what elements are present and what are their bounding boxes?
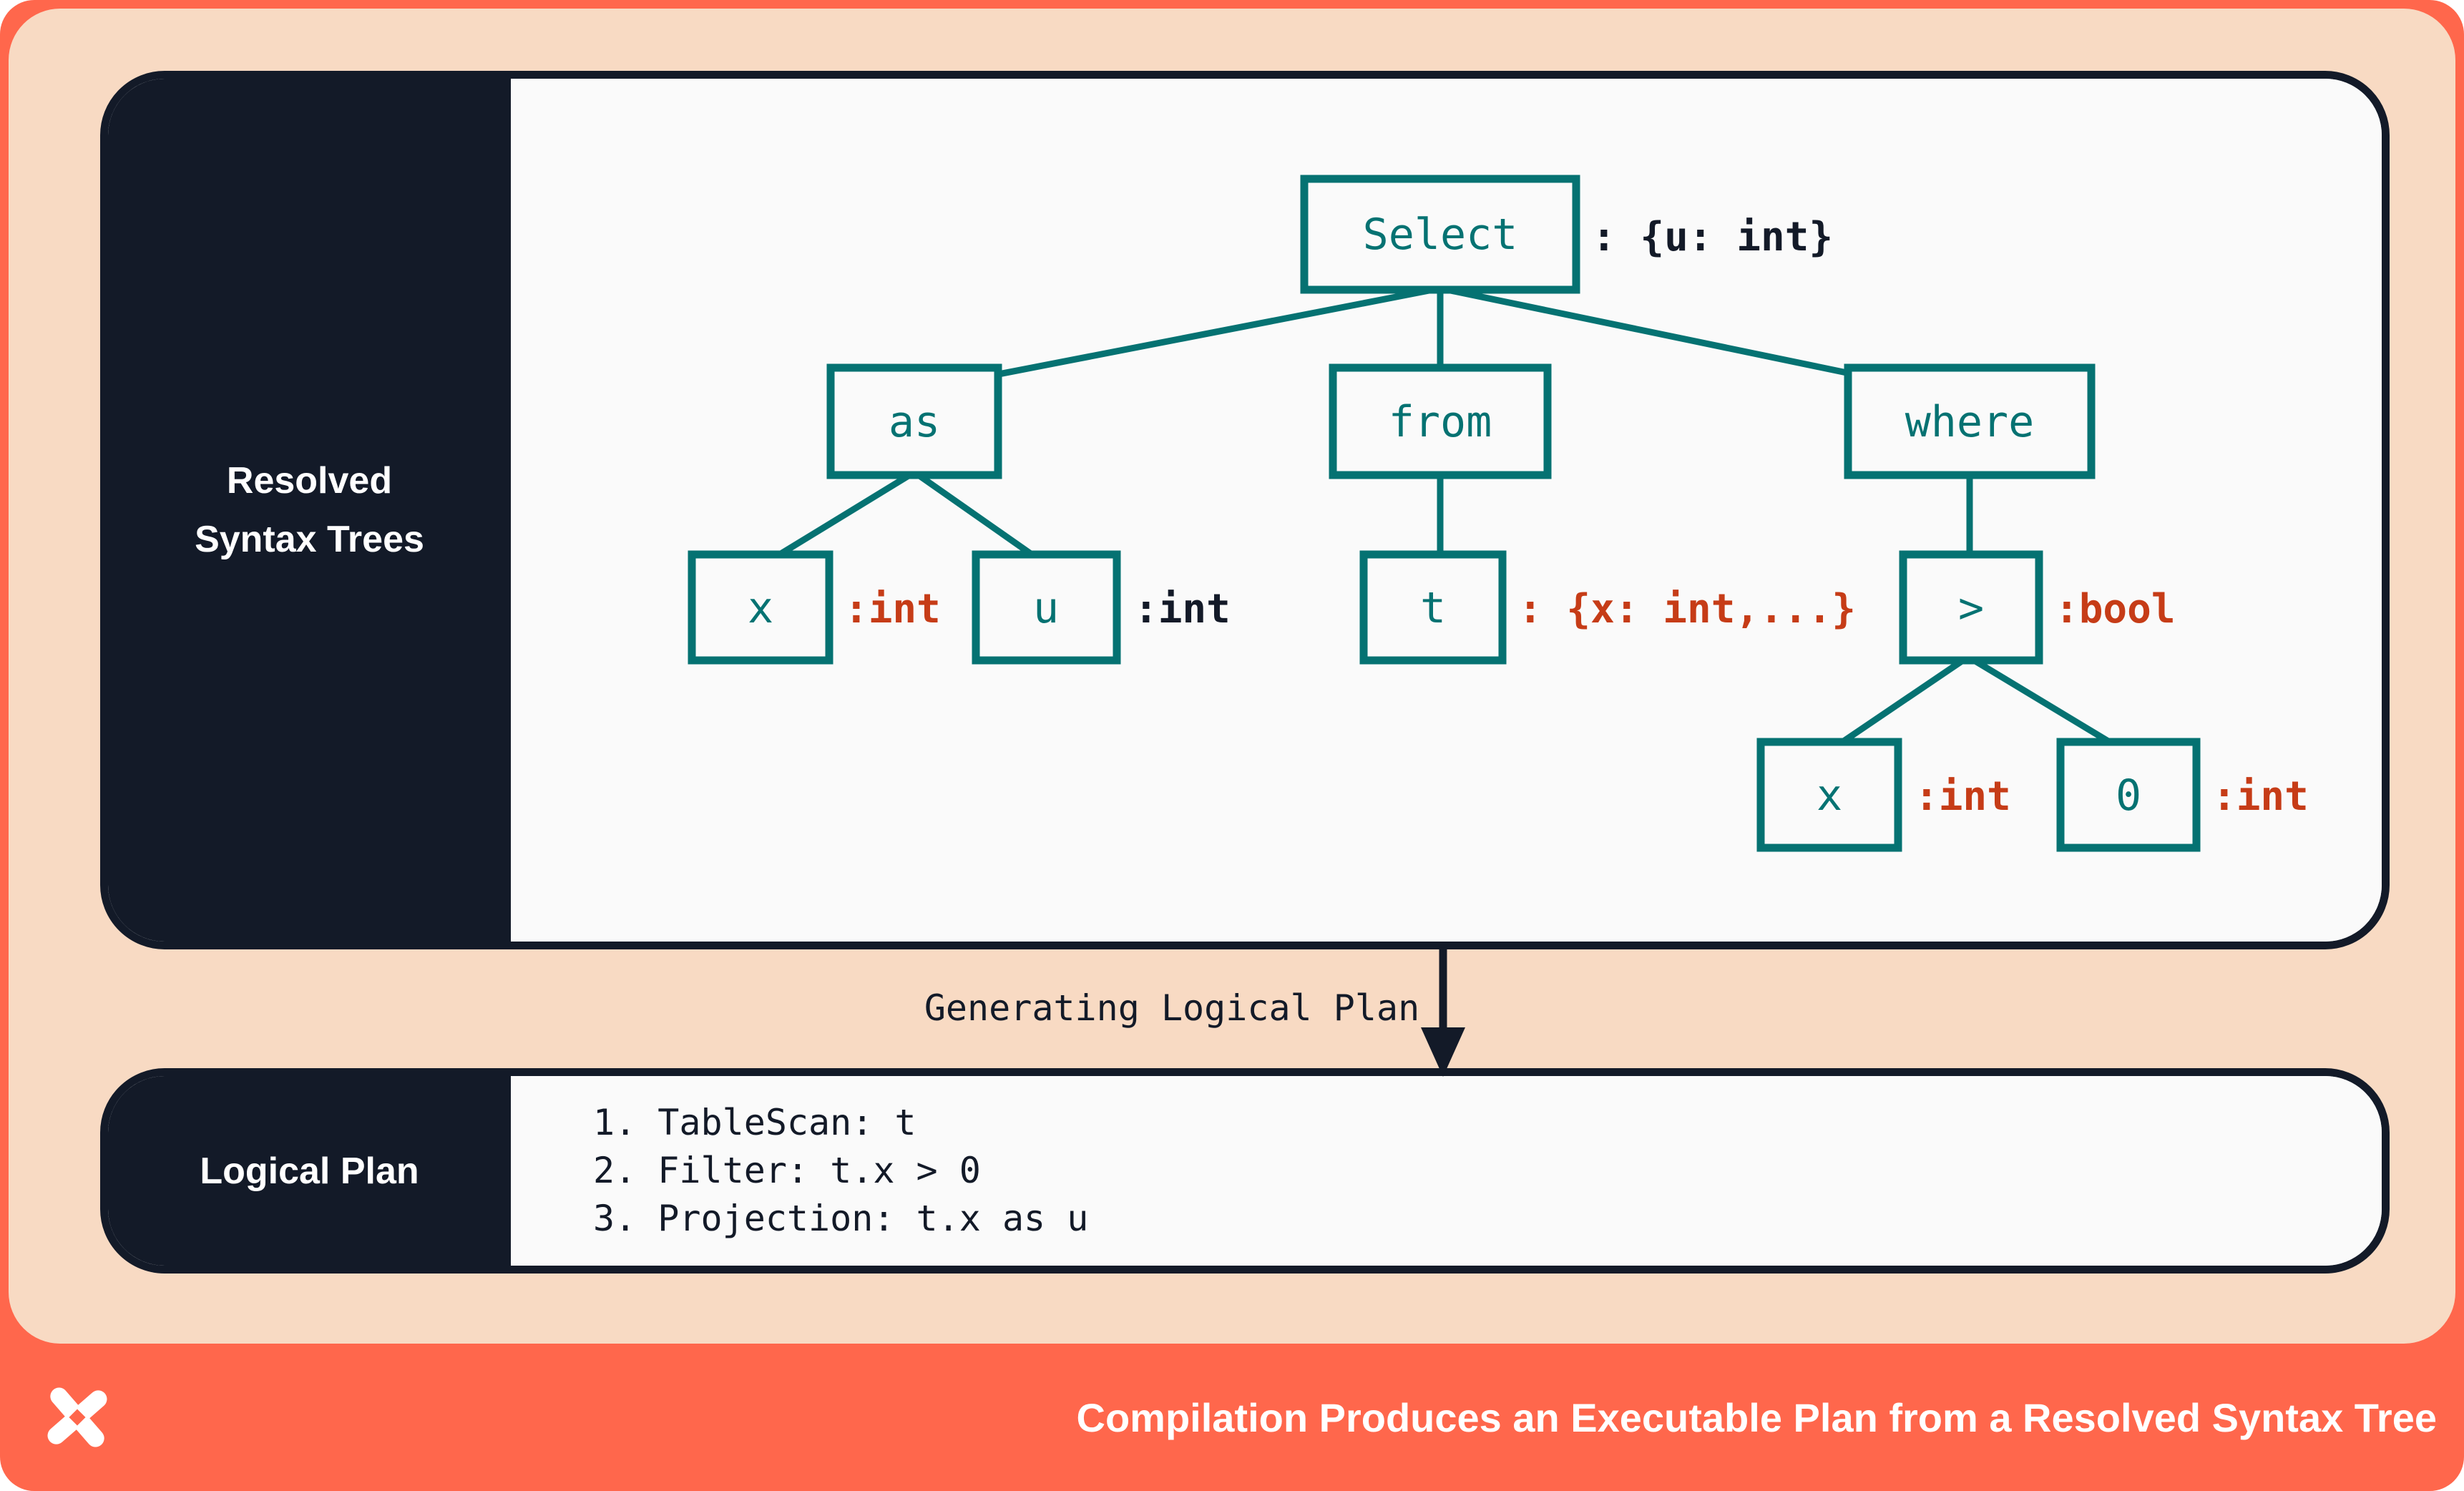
plan-step-3: 3. Projection: t.x as u xyxy=(593,1198,1089,1239)
resolved-syntax-trees-panel: Resolved Syntax Trees xyxy=(100,71,2390,949)
plan-step-2: 2. Filter: t.x > 0 xyxy=(593,1150,981,1191)
rst-sidebar-label-line1: Resolved xyxy=(226,460,393,502)
rst-sidebar: Resolved Syntax Trees xyxy=(108,79,511,942)
pinwheel-star-logo-icon xyxy=(41,1381,114,1454)
rst-canvas xyxy=(511,79,2382,942)
plan-sidebar-label: Logical Plan xyxy=(200,1150,419,1192)
plan-content: 1. TableScan: t 2. Filter: t.x > 0 3. Pr… xyxy=(511,1076,2382,1266)
plan-steps: 1. TableScan: t 2. Filter: t.x > 0 3. Pr… xyxy=(511,1076,2382,1266)
logical-plan-panel: Logical Plan 1. TableScan: t 2. Filter: … xyxy=(100,1068,2390,1274)
plan-step-1: 1. TableScan: t xyxy=(593,1102,916,1143)
footer: Compilation Produces an Executable Plan … xyxy=(0,1344,2464,1491)
footer-title: Compilation Produces an Executable Plan … xyxy=(1076,1394,2437,1440)
rst-sidebar-label-line2: Syntax Trees xyxy=(195,519,424,560)
plan-sidebar: Logical Plan xyxy=(108,1076,511,1266)
